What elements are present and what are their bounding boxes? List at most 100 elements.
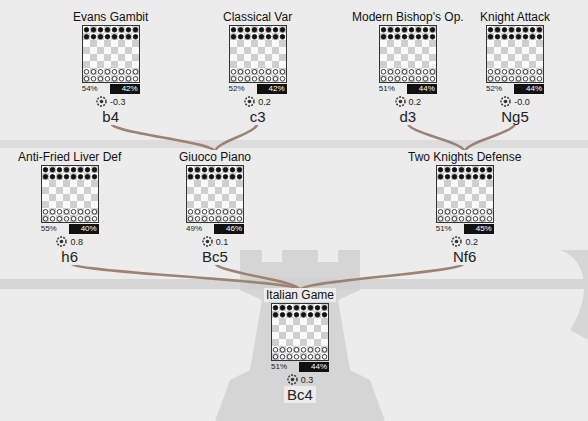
board-frame (187, 166, 244, 223)
chess-piece (78, 168, 83, 173)
chess-piece (381, 77, 386, 82)
board-square (401, 54, 408, 61)
board-square (437, 173, 444, 180)
chess-piece (237, 168, 242, 173)
chess-piece (301, 355, 306, 360)
engine-icon-ring (57, 237, 66, 246)
board-square (380, 61, 387, 68)
board-square (90, 54, 97, 61)
board-square (91, 208, 98, 215)
board-square (118, 68, 125, 75)
chess-piece (280, 306, 285, 311)
board-frame (436, 166, 493, 223)
board-square (229, 215, 236, 222)
chess-piece (252, 35, 257, 40)
chess-piece (509, 70, 514, 75)
score-bar: 52%42% (229, 84, 287, 94)
chess-piece (395, 35, 400, 40)
board-square (91, 180, 98, 187)
board-square (494, 26, 501, 33)
chess-piece (516, 28, 521, 33)
chess-piece (381, 28, 386, 33)
board-square (236, 208, 243, 215)
chess-piece (409, 35, 414, 40)
board-square (487, 75, 494, 82)
chess-piece (112, 70, 117, 75)
board-square (293, 318, 300, 325)
chess-board (41, 165, 99, 223)
white-score: 51% (379, 84, 395, 94)
engine-eval: 0.2 (258, 96, 271, 108)
board-square (408, 75, 415, 82)
board-square (118, 40, 125, 47)
board-square (408, 47, 415, 54)
chess-piece (315, 306, 320, 311)
chess-piece (495, 28, 500, 33)
chess-piece (57, 168, 62, 173)
chess-piece (301, 348, 306, 353)
board-square (508, 68, 515, 75)
tree-connector (215, 263, 300, 290)
board-square (84, 173, 91, 180)
board-square (300, 325, 307, 332)
board-square (84, 215, 91, 222)
chess-piece (91, 70, 96, 75)
chess-piece (252, 28, 257, 33)
board-square (508, 40, 515, 47)
chess-piece (98, 77, 103, 82)
chess-piece (280, 348, 285, 353)
board-square (387, 40, 394, 47)
board-square (422, 33, 429, 40)
chess-piece (509, 35, 514, 40)
board-square (132, 26, 139, 33)
board-square (522, 26, 529, 33)
opening-name: Classical Var (221, 10, 294, 24)
board-square (515, 75, 522, 82)
chess-piece (452, 168, 457, 173)
eval-row: 0.2 (395, 95, 422, 108)
board-square (279, 346, 286, 353)
board-square (508, 54, 515, 61)
eval-row: 0.8 (56, 235, 83, 248)
chess-piece (488, 70, 493, 75)
board-square (63, 194, 70, 201)
board-square (132, 40, 139, 47)
board-square (265, 26, 272, 33)
white-score: 51% (271, 362, 287, 372)
tree-connector (111, 123, 215, 152)
chess-piece (84, 70, 89, 75)
chess-piece (78, 175, 83, 180)
chess-piece (273, 313, 278, 318)
board-square (380, 33, 387, 40)
chess-piece (273, 306, 278, 311)
chess-piece (195, 217, 200, 222)
chess-piece (381, 35, 386, 40)
move-label: Ng5 (498, 108, 532, 125)
chess-piece (459, 210, 464, 215)
chess-piece (230, 217, 235, 222)
chess-piece (308, 306, 313, 311)
opening-node: Modern Bishop's Op.51%44%0.2d3 (350, 10, 466, 125)
board-square (77, 166, 84, 173)
chess-piece (223, 217, 228, 222)
board-square (90, 68, 97, 75)
chess-piece (459, 168, 464, 173)
opening-node: Evans Gambit54%42%-0.3b4 (71, 10, 150, 125)
chess-piece (416, 35, 421, 40)
board-square (415, 68, 422, 75)
board-square (321, 332, 328, 339)
board-square (215, 187, 222, 194)
chess-piece (273, 348, 278, 353)
engine-icon-ring (396, 97, 405, 106)
chess-piece (280, 313, 285, 318)
board-square (472, 166, 479, 173)
engine-icon-dot (398, 100, 402, 104)
board-square (479, 215, 486, 222)
chess-piece (315, 355, 320, 360)
engine-icon-dot (205, 240, 209, 244)
board-square (125, 47, 132, 54)
board-square (508, 26, 515, 33)
board-square (380, 47, 387, 54)
board-square (187, 187, 194, 194)
chess-piece (423, 28, 428, 33)
